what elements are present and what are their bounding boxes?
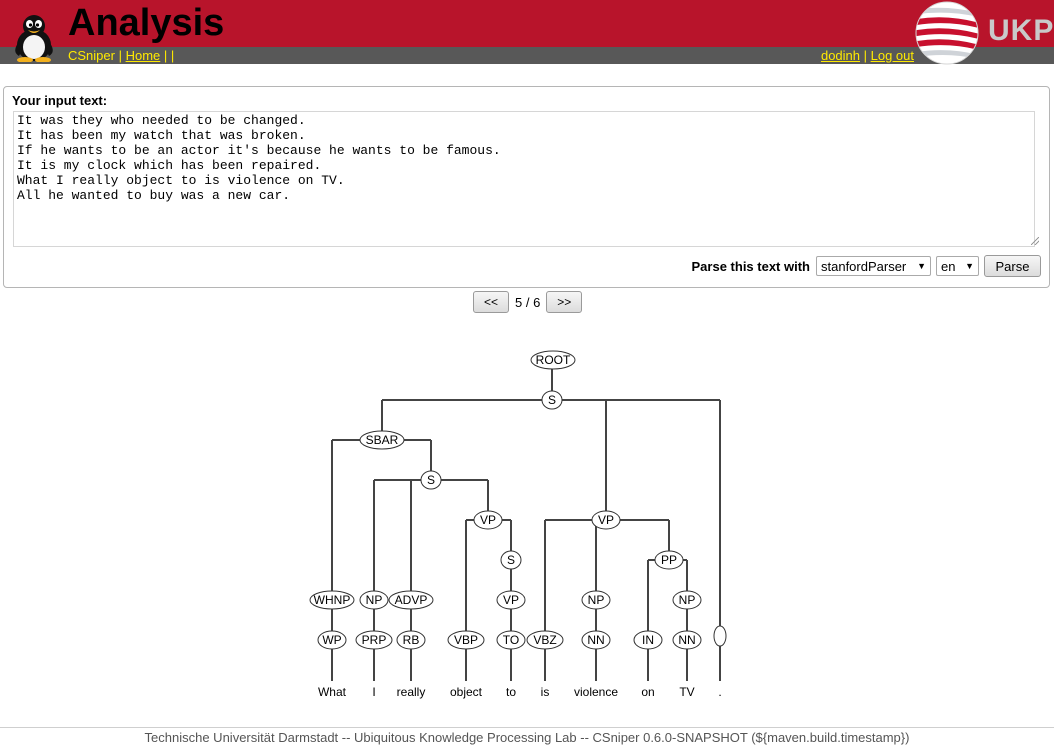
tree-node-nn1 [581, 630, 611, 650]
logo-text: UKP [988, 14, 1054, 47]
tree-node-vp1 [473, 510, 503, 530]
tree-word: I [372, 685, 375, 699]
footer-text: Technische Universität Darmstadt -- Ubiq… [144, 730, 910, 745]
tree-node-np2 [581, 590, 611, 610]
tree-node-s1 [541, 390, 563, 410]
nav-bar [0, 47, 1054, 64]
user-separator: | [860, 48, 871, 63]
input-label: Your input text: [12, 93, 108, 108]
tree-node-label: NP [679, 593, 696, 607]
tree-node-np1 [359, 590, 389, 610]
tree-word: . [718, 685, 721, 699]
tree-node-s2 [420, 470, 442, 490]
tree-node-label: TO [503, 633, 519, 647]
chevron-down-icon: ▼ [965, 261, 974, 271]
next-sentence-button[interactable]: >> [546, 291, 583, 313]
chevron-down-icon: ▼ [917, 261, 926, 271]
tree-node-label: S [507, 553, 515, 567]
nav-home-link[interactable]: Home [125, 48, 161, 63]
tree-edges [331, 359, 721, 681]
tree-node-label: WP [322, 633, 341, 647]
username-link[interactable]: dodinh [820, 48, 861, 63]
logout-link[interactable]: Log out [870, 48, 914, 63]
input-text-area[interactable] [13, 111, 1035, 247]
tree-node-pp [654, 550, 684, 570]
tree-node-label: S [548, 393, 556, 407]
tree-node-vbp [447, 630, 485, 650]
nav-breadcrumb: CSniper | Home | | [68, 48, 174, 64]
tree-node-vp2 [591, 510, 621, 530]
tree-node-whnp [309, 590, 355, 610]
tree-word: is [541, 685, 550, 699]
tree-node-in [633, 630, 663, 650]
tree-node-s3 [500, 550, 522, 570]
prev-sentence-button[interactable]: << [473, 291, 509, 313]
sentence-pager: << 5 / 6 >> [473, 291, 583, 313]
user-menu: dodinh | Log out [821, 48, 914, 64]
footer-divider [0, 727, 1054, 728]
tree-node-label: VP [480, 513, 496, 527]
tree-node-np3 [672, 590, 702, 610]
tree-node-label: SBAR [366, 433, 399, 447]
tree-node-label: ROOT [536, 353, 571, 367]
tree-node-nn2 [672, 630, 702, 650]
tree-node-label: S [427, 473, 435, 487]
parser-select-value: stanfordParser [821, 258, 907, 274]
tree-word: TV [679, 685, 694, 699]
penguin-mascot-icon [10, 12, 58, 65]
tree-node-label: IN [642, 633, 654, 647]
nav-separator: | | [160, 48, 175, 63]
parse-label: Parse this text with [691, 258, 810, 274]
parse-tree: ROOT S SBAR S VP S VP VP PP WHNP NP ADVP NP NP WP PRP RB… [309, 350, 727, 699]
ukp-logo-icon [913, 0, 983, 69]
tree-node-label: PP [661, 553, 677, 567]
tree-node-vbz [526, 630, 564, 650]
tree-node-label: VBZ [533, 633, 556, 647]
tree-node-label: VP [598, 513, 614, 527]
tree-node-label: NN [678, 633, 695, 647]
tree-node-label: VP [503, 593, 519, 607]
language-select[interactable]: en ▼ [936, 256, 979, 276]
tree-node-rb [396, 630, 426, 650]
tree-word: object [450, 685, 483, 699]
tree-node-label: NP [366, 593, 383, 607]
tree-node-advp [388, 590, 434, 610]
page-indicator: 5 / 6 [515, 294, 541, 310]
parse-controls: Parse this text with stanfordParser ▼ en… [692, 255, 1041, 277]
parser-select[interactable]: stanfordParser ▼ [816, 256, 931, 276]
tree-node-vp3 [496, 590, 526, 610]
tree-node-prp [355, 630, 393, 650]
tree-word: What [318, 685, 347, 699]
tree-node-wp [317, 630, 347, 650]
tree-node-sbar [359, 430, 405, 450]
tree-node-label: PRP [362, 633, 387, 647]
tree-node-root [530, 350, 576, 370]
tree-node-to [496, 630, 526, 650]
tree-node-label: WHNP [314, 593, 351, 607]
tree-node-label: NP [588, 593, 605, 607]
header-banner [0, 0, 1054, 47]
language-select-value: en [941, 258, 956, 274]
nav-separator: | [114, 48, 126, 63]
resize-grip-icon[interactable] [1031, 237, 1039, 245]
tree-word: to [506, 685, 516, 699]
tree-node-label: RB [403, 633, 420, 647]
input-panel: Your input text: Parse this text with st… [3, 86, 1050, 288]
tree-node-punct [713, 625, 727, 647]
page-title: Analysis [68, 2, 225, 44]
tree-node-label: NN [587, 633, 604, 647]
tree-nodes: ROOT S SBAR S VP S VP VP PP WHNP NP ADVP NP NP WP PRP RB… [309, 350, 727, 650]
parse-button[interactable]: Parse [984, 255, 1041, 277]
tree-node-label: ADVP [395, 593, 428, 607]
tree-word: violence [574, 685, 618, 699]
nav-app-name: CSniper [68, 48, 115, 63]
tree-word: really [397, 685, 426, 699]
tree-word: on [641, 685, 654, 699]
tree-node-label: VBP [454, 633, 478, 647]
